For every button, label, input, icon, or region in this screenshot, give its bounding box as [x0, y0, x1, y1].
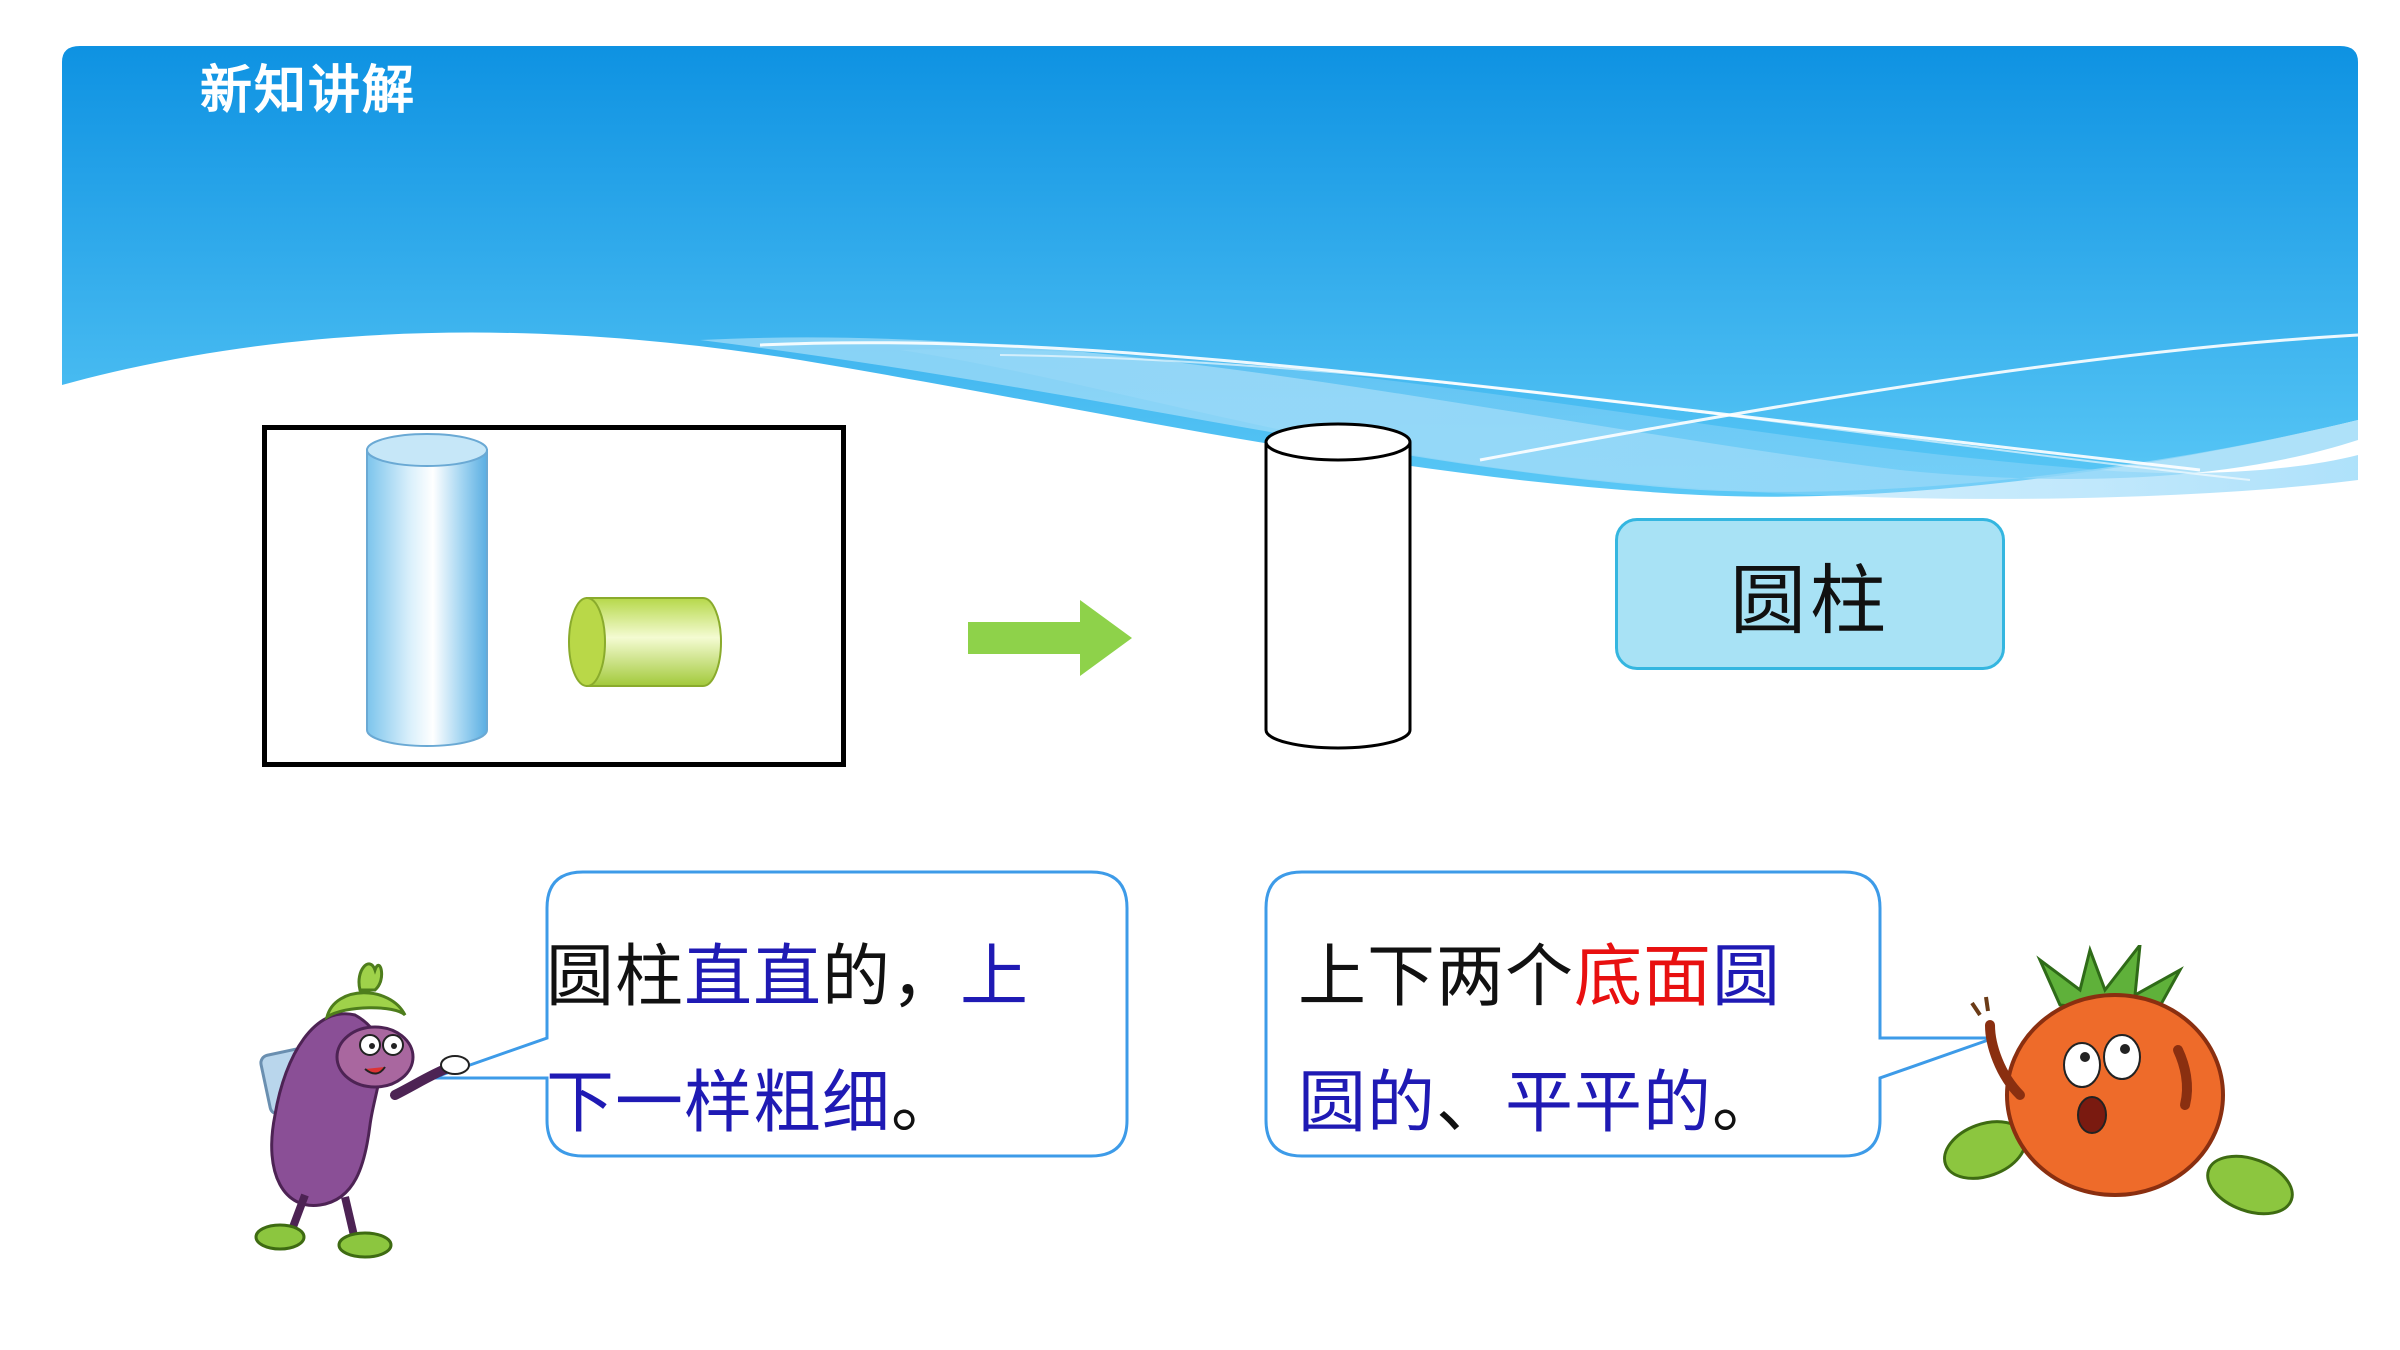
speech-segment: 平平的 [1505, 1064, 1713, 1143]
speech-segment: 的， [822, 938, 961, 1017]
right-arrow-icon [968, 600, 1132, 676]
speech-segment: 圆柱 [546, 938, 685, 1017]
speech-line: 圆柱直直的，上 [546, 915, 1106, 1041]
green-cylinder [568, 597, 722, 687]
speech-bubble-right [1264, 870, 1995, 1158]
speech-segment: 上下两个 [1298, 938, 1575, 1017]
speech-text-right: 上下两个底面圆 圆的、平平的。 [1298, 915, 1858, 1167]
header-banner [62, 46, 2359, 499]
speech-line: 下一样粗细。 [546, 1041, 1106, 1167]
speech-segment: 。 [1712, 1064, 1782, 1143]
speech-segment: 、 [1436, 1064, 1506, 1143]
tomato-character [1943, 945, 2294, 1216]
speech-segment: 底面 [1574, 938, 1713, 1017]
speech-segment: 直直 [684, 938, 823, 1017]
outline-cylinder-diagram [1264, 422, 1412, 750]
glass-cylinder [366, 433, 488, 747]
speech-bubble-left [432, 870, 1129, 1158]
section-title: 新知讲解 [200, 61, 417, 121]
speech-segment: 下一样粗细 [546, 1064, 892, 1143]
speech-segment: 圆 [1712, 938, 1782, 1017]
cylinder-objects-illustration [366, 433, 722, 747]
speech-line: 上下两个底面圆 [1298, 915, 1858, 1041]
object-photo-frame [262, 425, 846, 767]
speech-line: 圆的、平平的。 [1298, 1041, 1858, 1167]
cylinder-label: 圆柱 [1615, 518, 2005, 670]
speech-segment: 上 [960, 938, 1030, 1017]
speech-segment: 圆的 [1298, 1064, 1437, 1143]
eggplant-character [254, 962, 470, 1259]
speech-text-left: 圆柱直直的，上 下一样粗细。 [546, 915, 1106, 1167]
speech-segment: 。 [891, 1064, 961, 1143]
